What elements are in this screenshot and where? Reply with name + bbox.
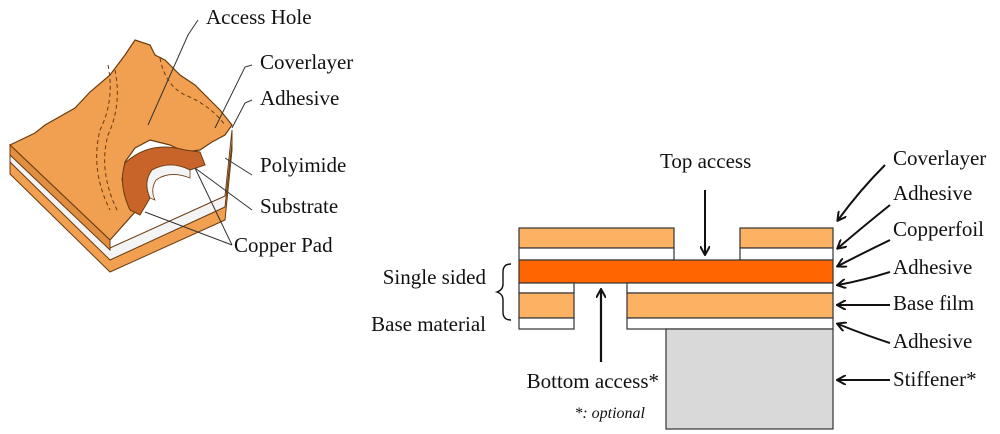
layer-label-adhesive: Adhesive (893, 181, 972, 205)
layer-label-adhesive: Adhesive (893, 255, 972, 279)
label-coverlayer: Coverlayer (260, 50, 353, 74)
leader-copper-pad-1 (194, 167, 233, 246)
label-bottom-access: Bottom access* (527, 369, 659, 393)
label-copper-pad: Copper Pad (234, 233, 333, 257)
cross-section-diagram (518, 227, 834, 430)
layer-label-base-film: Base film (893, 291, 974, 315)
mid-adhesive-left (518, 282, 575, 294)
label-top-access: Top access (660, 149, 751, 173)
stiffener-block (665, 328, 834, 430)
hidden-line (159, 57, 226, 126)
leader-copper-pad-2 (144, 211, 233, 246)
arrow-coverlayer (838, 164, 886, 220)
label-adhesive: Adhesive (260, 86, 339, 110)
arrow-adhesive-3 (838, 324, 891, 344)
arrow-copperfoil (838, 239, 891, 266)
arrow-adhesive-1 (838, 204, 891, 248)
bottom-adhesive-right (626, 317, 834, 330)
label-polyimide: Polyimide (260, 153, 346, 177)
top-adhesive-left (518, 247, 675, 261)
leader-coverlayer (214, 64, 253, 129)
bottom-adhesive-left (518, 317, 575, 330)
base-film-left (518, 292, 575, 319)
label-optional-note: *: optional (574, 405, 645, 422)
mid-adhesive-right (626, 282, 834, 294)
layer-label-copperfoil: Copperfoil (893, 217, 984, 241)
coverlayer-right (739, 227, 834, 249)
single-sided-brace (494, 263, 512, 321)
layer-label-adhesive: Adhesive (893, 329, 972, 353)
label-single-sided: Single sided (383, 265, 487, 289)
hole-inner-adhesive (146, 164, 191, 201)
arrow-adhesive-2 (838, 271, 891, 285)
cutaway-illustration: Access Hole Coverlayer Adhesive Polyimid… (8, 5, 353, 273)
coverlayer-left (518, 227, 675, 249)
copper-pad-ring (121, 146, 206, 216)
leader-polyimide (224, 157, 253, 176)
hidden-line (96, 64, 111, 211)
leader-substrate (194, 167, 253, 211)
layer-label-stiffener: Stiffener* (893, 367, 977, 391)
label-substrate: Substrate (260, 194, 338, 218)
copperfoil-layer (518, 259, 834, 284)
base-film-right (626, 292, 834, 319)
top-adhesive-right (739, 247, 834, 261)
label-access-hole: Access Hole (206, 5, 312, 29)
coverlayer-front-edge (9, 143, 111, 252)
leader-access-hole (147, 19, 199, 126)
leader-adhesive (231, 99, 253, 129)
label-base-material: Base material (371, 312, 486, 336)
adhesive-band (9, 129, 233, 261)
hidden-line (104, 69, 119, 213)
layer-label-coverlayer: Coverlayer (893, 146, 986, 170)
